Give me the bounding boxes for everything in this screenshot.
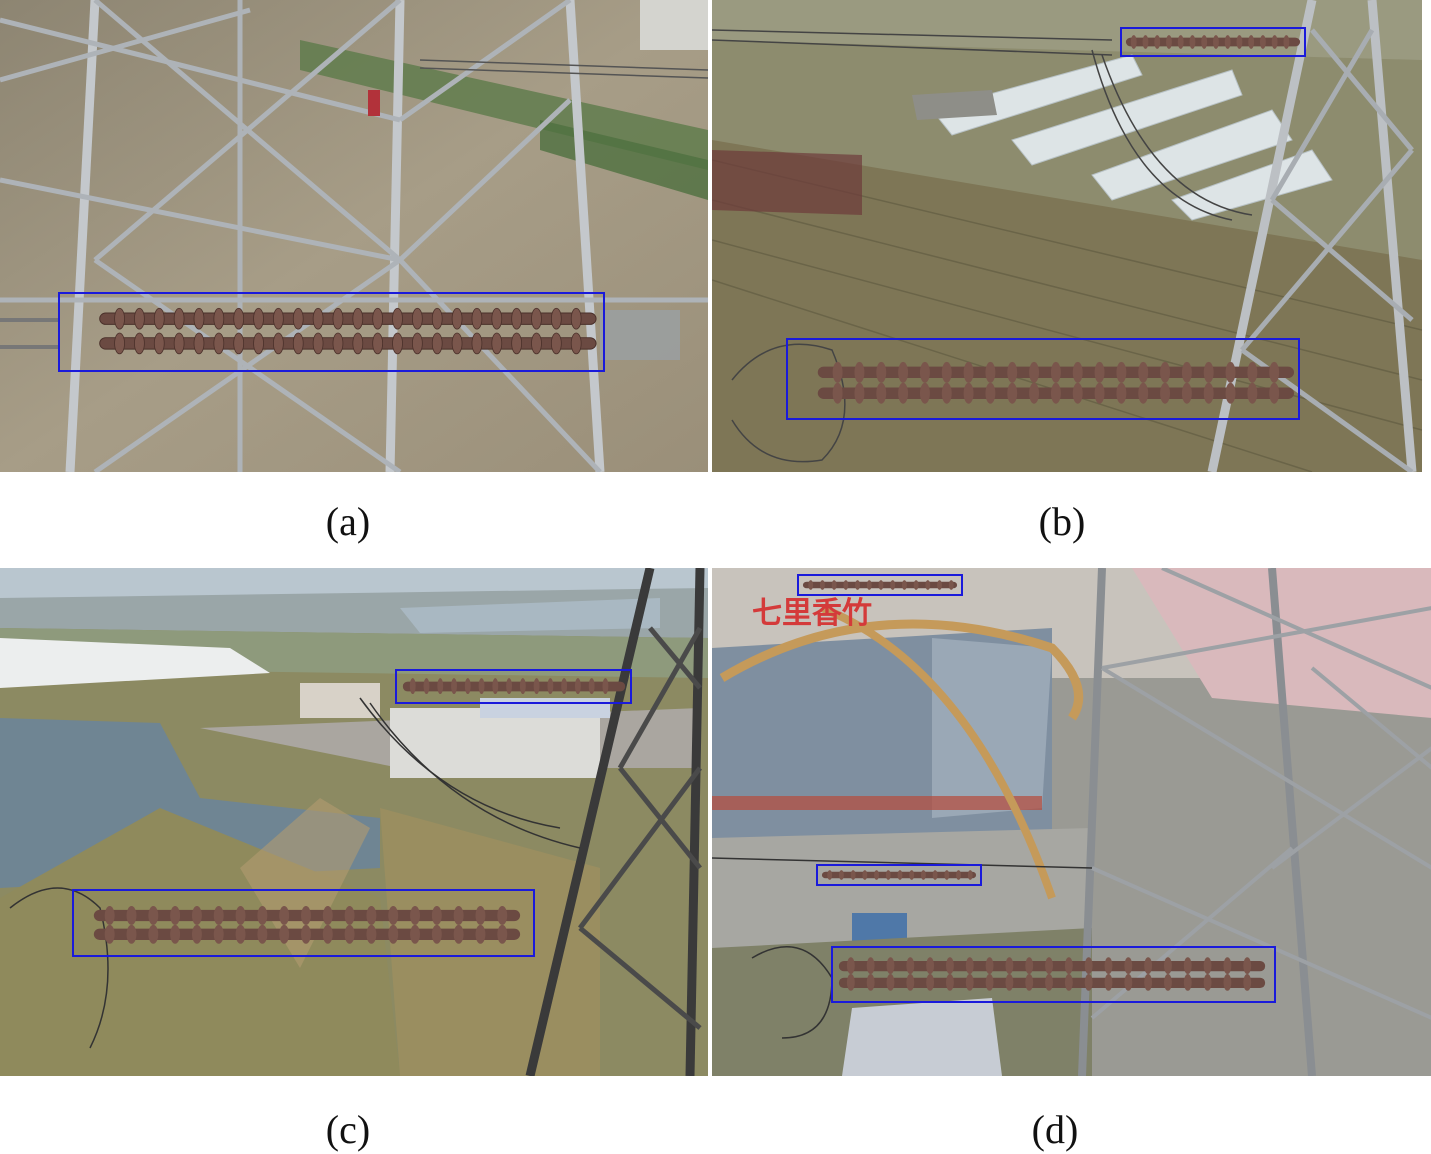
panel-caption-b: (b) — [1038, 499, 1086, 544]
panel-caption-d: (d) — [1031, 1107, 1079, 1152]
detection-box-d2 — [816, 864, 982, 886]
panel-caption-a: (a) — [325, 499, 371, 544]
detection-box-b2 — [786, 338, 1300, 420]
detection-box-d3 — [831, 946, 1276, 1003]
detection-box-c2 — [72, 889, 535, 957]
detection-box-b1 — [1120, 27, 1306, 57]
photo-panel-c — [0, 568, 708, 1076]
detection-box-a1 — [58, 292, 605, 372]
detection-box-d1 — [797, 574, 963, 596]
panel-caption-c: (c) — [325, 1107, 371, 1152]
detection-box-c1 — [395, 669, 632, 704]
svg-text:七里香竹: 七里香竹 — [752, 596, 872, 631]
photo-panel-a — [0, 0, 708, 472]
